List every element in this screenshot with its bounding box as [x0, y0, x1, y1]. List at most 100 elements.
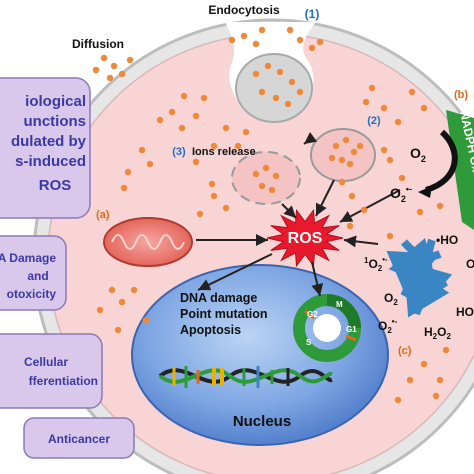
nanoparticle: [296, 36, 304, 44]
ions-release-label: Ions release: [192, 146, 256, 158]
arrow-superoxide-to-ros: [339, 189, 401, 223]
cell-cycle-diagram: G2 M G1 S: [293, 294, 361, 362]
nanoparticle: [356, 142, 364, 150]
nanoparticle: [156, 116, 164, 124]
nanoparticle: [416, 208, 424, 216]
nanoparticle: [272, 172, 280, 180]
apoptosis-text: Apoptosis: [180, 323, 241, 337]
arrow-ros-to-dna: [197, 253, 273, 291]
panel-title-line-4: s-induced: [15, 153, 86, 170]
nanoparticle: [420, 104, 428, 112]
label-b: (b): [454, 89, 468, 101]
nanoparticle: [96, 306, 104, 314]
diffusion-label: Diffusion: [72, 37, 124, 51]
nanoparticle: [142, 316, 150, 324]
nanoparticle: [146, 160, 154, 168]
arrow-cycle-to-ros: [343, 235, 379, 248]
nadph-oxidase: NADPH Ox: [446, 110, 474, 230]
arrows: [196, 129, 458, 297]
arrow-to-vesicle: [303, 132, 318, 145]
cycle-g2: G2: [307, 310, 318, 319]
nanoparticle: [362, 98, 370, 106]
nanoparticle: [108, 286, 116, 294]
nanoparticle: [252, 40, 260, 48]
panel-title-line-2: unctions: [24, 113, 87, 130]
box1-line-1: A Damage: [0, 251, 56, 265]
nanoparticle: [168, 108, 176, 116]
nanoparticle: [308, 44, 316, 52]
endocytic-vesicle: [235, 53, 313, 123]
superoxide-low: O2•-: [378, 317, 398, 335]
hydroxyl-top: •HO: [436, 233, 458, 247]
nanoparticle: [252, 70, 260, 78]
functions-panel: [0, 77, 91, 219]
nanoparticle: [210, 192, 218, 200]
nanoparticle: [394, 118, 402, 126]
nanoparticle: [284, 100, 292, 108]
nanoparticle: [228, 36, 236, 44]
hydrogen-peroxide: H2O2: [424, 325, 451, 341]
nanoparticle: [394, 396, 402, 404]
nanoparticle: [380, 104, 388, 112]
nanoparticle: [258, 26, 266, 34]
box2-line-2: fferentiation: [29, 374, 98, 388]
arrow-ions-to-ros: [281, 203, 297, 219]
nanoparticle: [234, 142, 242, 150]
ros-burst: ROS: [266, 208, 344, 268]
anticancer-box: [23, 417, 135, 459]
panel-title-line-3: dulated by: [11, 133, 87, 150]
nanoparticle: [130, 286, 138, 294]
nanoparticle: [178, 124, 186, 132]
nanoparticle: [258, 182, 266, 190]
nanoparticle: [436, 202, 444, 210]
o2-top: O2: [410, 145, 426, 164]
nucleus-label: Nucleus: [233, 413, 291, 430]
nanoparticle: [268, 186, 276, 194]
endocytosis-label: Endocytosis: [208, 3, 280, 17]
nanoparticle: [222, 124, 230, 132]
box2-line-1: Cellular: [24, 355, 68, 369]
nanoparticle: [328, 154, 336, 162]
nanoparticle: [208, 180, 216, 188]
hydroxyl-low: HO: [456, 305, 474, 319]
step-1-label: (1): [305, 7, 320, 21]
box1-line-3: otoxicity: [7, 287, 57, 301]
nanoparticle: [222, 204, 230, 212]
nanoparticle: [92, 66, 100, 74]
nanoparticle: [262, 164, 270, 172]
step-2-label: (2): [367, 115, 381, 127]
panel-title-line-5: ROS: [39, 177, 72, 194]
panel-title-line-1: iological: [25, 93, 86, 110]
nucleus: [131, 264, 389, 446]
nanoparticle: [110, 62, 118, 70]
nanoparticle: [264, 62, 272, 70]
cycle-s: S: [306, 338, 312, 347]
nanoparticle: [408, 88, 416, 96]
nanoparticle: [350, 148, 358, 156]
nanoparticles: [92, 26, 450, 404]
nanoparticle: [272, 94, 280, 102]
nanoparticle: [420, 360, 428, 368]
nanoparticle: [180, 92, 188, 100]
nanoparticle: [200, 94, 208, 102]
nanoparticle: [406, 376, 414, 384]
nanoparticle: [342, 136, 350, 144]
nanoparticle: [240, 32, 248, 40]
nanoparticle: [196, 210, 204, 218]
side-panel: iological unctions dulated by s-induced …: [0, 77, 135, 459]
nanoparticle: [338, 156, 346, 164]
o2-low: O2: [384, 291, 398, 307]
nanoparticle: [316, 38, 324, 46]
nanoparticle: [114, 326, 122, 334]
cell-differentiation-box: [0, 333, 103, 409]
chemical-species: O2 O2•- •HO 1O2•- O O2 HO O2•- H2O2: [364, 145, 474, 341]
nanoparticle: [242, 128, 250, 136]
ros-cycle-arrows: [386, 237, 453, 318]
lysosome-vesicle: [310, 128, 376, 182]
nanoparticle: [100, 54, 108, 62]
nanoparticle: [368, 84, 376, 92]
nanoparticle: [332, 142, 340, 150]
nanoparticle: [192, 158, 200, 166]
cycle-g1: G1: [346, 325, 357, 334]
dna-helix: [158, 366, 333, 388]
